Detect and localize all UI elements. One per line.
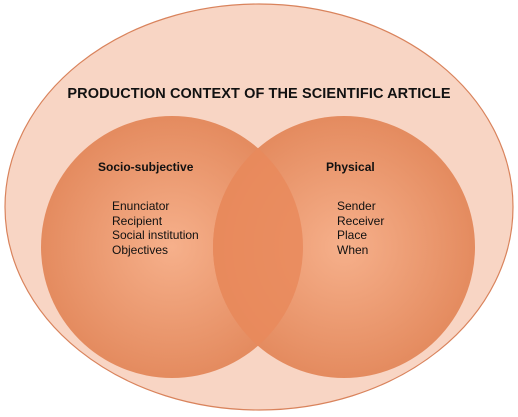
list-item: Receiver [337,213,385,228]
list-item: Recipient [112,213,163,228]
list-item: Place [337,228,368,242]
right-set-items: Sender Receiver Place When [337,199,384,257]
right-set-heading: Physical [326,160,375,174]
left-set-items: Enunciator Recipient Social institution … [112,199,199,257]
list-item: Social institution [112,228,199,242]
list-item: When [337,242,369,257]
list-item: Enunciator [112,199,170,213]
left-set-heading: Socio-subjective [98,160,194,174]
list-item: Sender [337,199,376,213]
overlap-region [213,116,303,378]
list-item: Objectives [112,242,169,257]
diagram-title: PRODUCTION CONTEXT OF THE SCIENTIFIC ART… [67,86,451,102]
